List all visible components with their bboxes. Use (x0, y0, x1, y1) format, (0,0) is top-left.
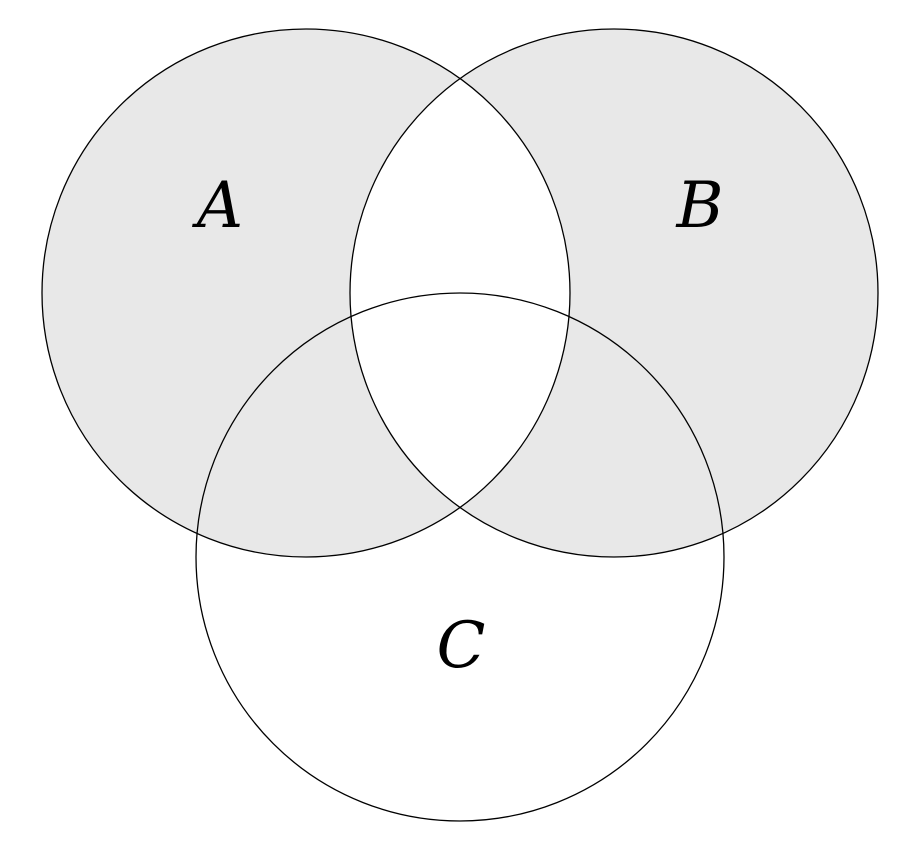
set-label-c: C (437, 609, 486, 683)
set-circle-a (41, 28, 571, 558)
set-label-b: B (675, 169, 723, 243)
set-circle-b (349, 28, 879, 558)
set-label-a: A (192, 169, 243, 243)
set-circle-c (195, 292, 725, 822)
shaded-region-a-symmetric-difference-b (42, 29, 878, 557)
